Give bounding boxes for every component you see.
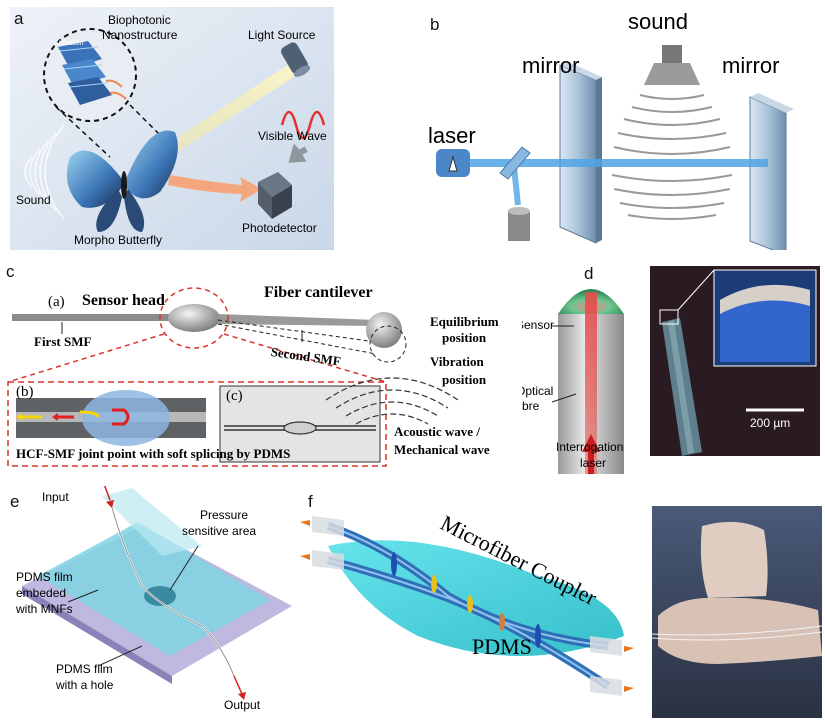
label-sensor-head: Sensor head (82, 292, 165, 309)
beam-splitter (499, 146, 531, 180)
photodetector-device (258, 172, 292, 219)
label-photodetector: Photodetector (242, 221, 317, 235)
reflected-light-arrow (168, 175, 262, 202)
panel-f: f Microfiber Coupler PDMS (298, 486, 823, 718)
nanostructure-ridges (58, 41, 112, 105)
panel-d: d Sensor Optical fibre Interrogation las… (522, 262, 822, 474)
label-mirror-right: mirror (722, 53, 780, 78)
panel-f-illustration (300, 506, 823, 718)
acoustic-waves (325, 377, 459, 425)
scattered-light-arrows (105, 79, 127, 100)
panel-d-illustration (551, 266, 820, 474)
cantilever-end (366, 312, 402, 348)
label-output: Output (224, 698, 261, 712)
second-smf (218, 314, 376, 326)
panel-a-illustration (10, 7, 334, 250)
label-laser: laser (428, 123, 476, 148)
panel-e-illustration (22, 486, 292, 700)
mirror-left (559, 61, 602, 244)
label-optical: Optical (522, 384, 554, 398)
label-equilibrium-1: Equilibrium (430, 314, 499, 329)
label-first-smf: First SMF (34, 334, 92, 349)
sound-waves (611, 94, 733, 220)
inset-box (7, 381, 387, 467)
panel-a: a Biophotonic Nanostructure Vibration Li… (10, 7, 334, 250)
panel-d-label: d (584, 264, 594, 283)
label-pressure: Pressure (200, 508, 249, 522)
label-laser: laser (580, 456, 607, 470)
label-light-source: Light Source (248, 28, 316, 42)
microscope-photo (650, 266, 820, 456)
fiber-sleeves (312, 516, 622, 696)
label-interrogation: Interrogation (556, 440, 624, 454)
label-scale-bar: 200 µm (750, 416, 791, 430)
pdms-sheet (328, 540, 624, 656)
label-vibration-2: position (442, 372, 487, 387)
light-arrows (300, 520, 634, 692)
inset-b-diagram (16, 390, 206, 446)
label-biophotonic: Biophotonic (108, 13, 171, 27)
first-smf (12, 314, 172, 321)
label-sound: Sound (16, 193, 51, 207)
pressure-hole (144, 586, 176, 606)
laser-device (436, 149, 470, 177)
vibration-position-outline (369, 325, 407, 363)
coupler-rings (391, 552, 541, 648)
panel-e-label: e (10, 492, 20, 511)
panel-c-label: c (6, 262, 15, 281)
label-fiber-cantilever: Fiber cantilever (264, 284, 373, 301)
interrogation-beam (585, 292, 597, 474)
speaker (644, 45, 700, 85)
label-pdms-film-1: PDMS film (16, 570, 73, 584)
label-vibration: Vibration (56, 40, 84, 47)
panel-e: e Input Pressure sensitive area PDMS fil… (2, 486, 294, 718)
label-equilibrium-2: position (442, 330, 487, 345)
label-embeded: embeded (16, 586, 67, 600)
microfiber-coupler (326, 522, 611, 690)
panel-a-label: a (14, 9, 24, 28)
sensor-head-highlight (159, 287, 229, 349)
sound-ripples (24, 124, 65, 220)
wrist-photo (651, 506, 823, 718)
label-mirror-left: mirror (522, 53, 580, 78)
label-nanostructure: Nanostructure (102, 28, 178, 42)
label-vibration-1: Vibration (430, 354, 484, 369)
panel-f-label: f (308, 492, 313, 511)
label-joint: HCF-SMF joint point with soft splicing b… (16, 446, 291, 461)
light-beam (160, 62, 306, 157)
visible-wave (280, 110, 326, 140)
detector (508, 207, 530, 241)
label-visible-wave: Visible Wave (258, 129, 327, 143)
label-with-mnfs: with MNFs (16, 602, 73, 616)
panel-c-illustration (7, 287, 459, 467)
signal-arrow (288, 143, 308, 163)
laser-beam (468, 159, 768, 167)
label-sensitive-area: sensitive area (182, 524, 257, 538)
panel-c: c (a) Sensor head Fiber cantilever Equil… (2, 262, 630, 472)
mirror-right (749, 93, 794, 250)
label-sensor: Sensor (522, 318, 555, 332)
label-acoustic-1: Acoustic wave / (394, 424, 480, 439)
label-fibre: fibre (522, 399, 540, 413)
label-pdms-film-2: PDMS film (56, 662, 113, 676)
light-source-device (281, 42, 311, 77)
panel-b-illustration (436, 45, 794, 250)
label-sub-c: (c) (226, 388, 243, 404)
label-sub-b: (b) (16, 384, 34, 400)
panel-b-label: b (430, 15, 440, 34)
butterfly (66, 130, 178, 232)
label-sound: sound (628, 9, 688, 34)
label-morpho-butterfly: Morpho Butterfly (74, 233, 163, 247)
label-with-a-hole: with a hole (56, 678, 114, 692)
panel-b: b sound mirror mirror laser (418, 5, 823, 250)
sensor-head-bulb (168, 304, 220, 332)
label-sub-a: (a) (48, 294, 65, 310)
label-input: Input (42, 490, 69, 504)
label-acoustic-2: Mechanical wave (394, 442, 490, 457)
label-pdms: PDMS (472, 634, 532, 659)
